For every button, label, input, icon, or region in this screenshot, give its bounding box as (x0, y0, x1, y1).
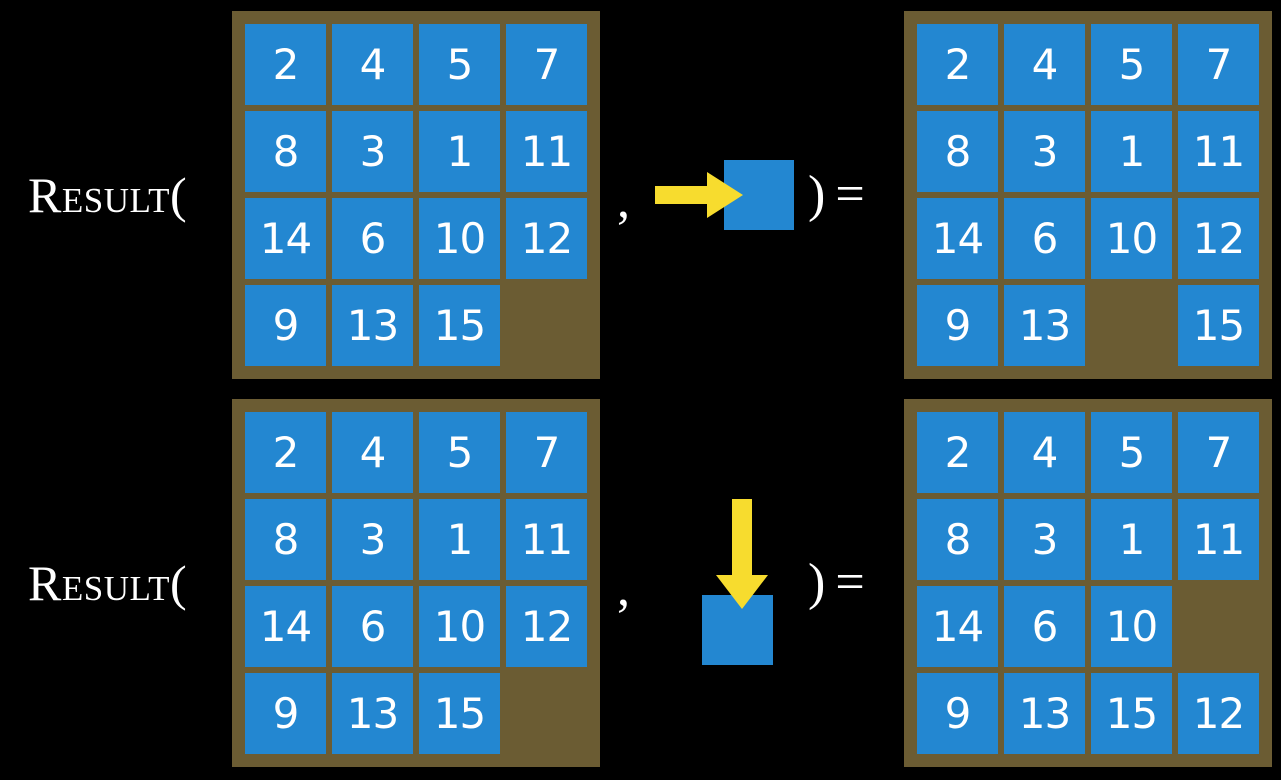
puzzle-tile: 10 (1091, 198, 1172, 279)
puzzle-tile: 15 (419, 673, 500, 754)
puzzle-tile: 10 (419, 586, 500, 667)
puzzle-tile: 14 (917, 198, 998, 279)
puzzle-tile: 9 (245, 673, 326, 754)
puzzle-tile: 14 (245, 586, 326, 667)
puzzle-tile: 12 (506, 586, 587, 667)
puzzle-tile: 8 (245, 111, 326, 192)
puzzle-tile: 6 (332, 586, 413, 667)
close-paren-and-equals: )= (808, 557, 865, 609)
puzzle-tile: 4 (332, 412, 413, 493)
puzzle-tile: 2 (917, 412, 998, 493)
puzzle-tile: 1 (419, 111, 500, 192)
argument-separator-comma: , (617, 172, 630, 229)
puzzle-tile: 14 (917, 586, 998, 667)
puzzle-tile: 13 (1004, 673, 1085, 754)
puzzle-tile: 5 (419, 412, 500, 493)
argument-separator-comma: , (617, 560, 630, 617)
puzzle-tile: 14 (245, 198, 326, 279)
puzzle-tile: 2 (245, 412, 326, 493)
puzzle-tile: 11 (506, 111, 587, 192)
puzzle-tile: 2 (917, 24, 998, 105)
puzzle-tile: 4 (1004, 412, 1085, 493)
puzzle-tile: 8 (245, 499, 326, 580)
puzzle-tile: 13 (332, 285, 413, 366)
puzzle-tile: 2 (245, 24, 326, 105)
puzzle-tile: 1 (1091, 499, 1172, 580)
equals-sign: = (835, 554, 865, 611)
puzzle-tile: 11 (1178, 499, 1259, 580)
puzzle-tile: 13 (1004, 285, 1085, 366)
equals-sign: = (835, 166, 865, 223)
puzzle-tile: 9 (245, 285, 326, 366)
puzzle-tile: 11 (1178, 111, 1259, 192)
close-paren: ) (808, 166, 826, 223)
puzzle-tile: 15 (1091, 673, 1172, 754)
puzzle-tile: 7 (1178, 412, 1259, 493)
puzzle-tile: 13 (332, 673, 413, 754)
puzzle-tile: 1 (419, 499, 500, 580)
puzzle-tile: 8 (917, 499, 998, 580)
puzzle-tile: 5 (419, 24, 500, 105)
close-paren: ) (808, 554, 826, 611)
blank-cell (506, 673, 587, 754)
puzzle-tile: 3 (332, 499, 413, 580)
puzzle-tile: 7 (506, 24, 587, 105)
puzzle-tile: 5 (1091, 412, 1172, 493)
puzzle-tile: 1 (1091, 111, 1172, 192)
blank-cell (506, 285, 587, 366)
puzzle-tile: 6 (332, 198, 413, 279)
move-down-action-glyph (698, 499, 790, 667)
puzzle-tile: 3 (1004, 499, 1085, 580)
puzzle-tile: 3 (1004, 111, 1085, 192)
puzzle-tile: 10 (1091, 586, 1172, 667)
puzzle-tile: 12 (1178, 198, 1259, 279)
puzzle-tile: 3 (332, 111, 413, 192)
arrow-right-icon (655, 172, 743, 218)
blank-cell (1178, 586, 1259, 667)
arrow-down-icon (716, 499, 768, 609)
puzzle-tile: 11 (506, 499, 587, 580)
close-paren-and-equals: )= (808, 169, 865, 221)
puzzle-tile: 7 (1178, 24, 1259, 105)
puzzle-tile: 9 (917, 673, 998, 754)
move-right-action-glyph (655, 149, 800, 241)
puzzle-tile: 15 (419, 285, 500, 366)
result-function-label: Result( (28, 167, 188, 223)
puzzle-tile: 5 (1091, 24, 1172, 105)
blue-tile-icon (702, 595, 773, 665)
puzzle-tile: 7 (506, 412, 587, 493)
puzzle-tile: 12 (1178, 673, 1259, 754)
blank-cell (1091, 285, 1172, 366)
puzzle-tile: 6 (1004, 586, 1085, 667)
puzzle-tile: 12 (506, 198, 587, 279)
puzzle-tile: 4 (332, 24, 413, 105)
puzzle-tile: 15 (1178, 285, 1259, 366)
puzzle-tile: 8 (917, 111, 998, 192)
puzzle-tile: 9 (917, 285, 998, 366)
puzzle-tile: 6 (1004, 198, 1085, 279)
puzzle-tile: 4 (1004, 24, 1085, 105)
result-function-label: Result( (28, 555, 188, 611)
puzzle-tile: 10 (419, 198, 500, 279)
